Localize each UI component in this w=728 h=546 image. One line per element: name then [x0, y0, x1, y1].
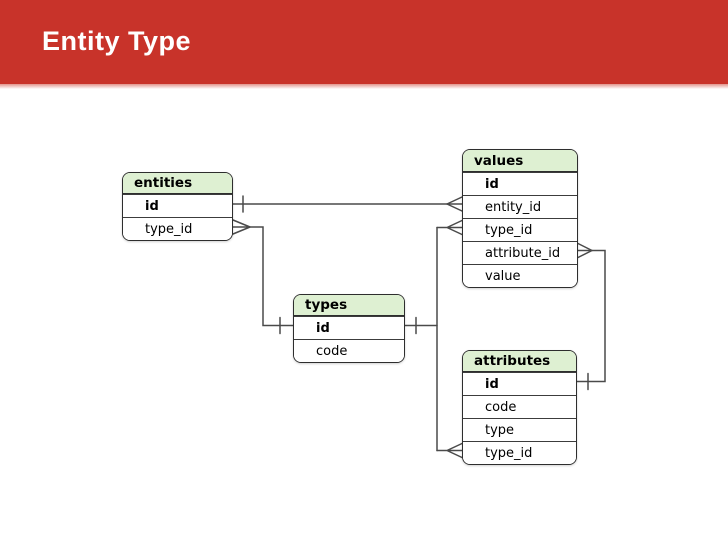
field-types-code: code	[294, 339, 404, 362]
field-values-id: id	[463, 172, 577, 195]
table-entities: entities id type_id	[122, 172, 233, 241]
rel-attributes-values	[576, 242, 606, 391]
rel-types-values-attributes	[404, 219, 463, 459]
table-values: values id entity_id type_id attribute_id…	[462, 149, 578, 288]
field-entities-id: id	[123, 194, 232, 217]
table-attributes-title: attributes	[463, 351, 576, 372]
field-attributes-code: code	[463, 395, 576, 418]
field-entities-type-id: type_id	[123, 217, 232, 240]
field-values-attribute-id: attribute_id	[463, 241, 577, 264]
table-values-title: values	[463, 150, 577, 172]
field-values-value: value	[463, 264, 577, 287]
field-values-type-id: type_id	[463, 218, 577, 241]
field-types-id: id	[294, 316, 404, 339]
field-attributes-id: id	[463, 372, 576, 395]
slide-title: Entity Type	[42, 26, 192, 56]
rel-types-entities	[232, 219, 294, 335]
rel-entities-values	[232, 195, 463, 213]
banner-fade-edge	[0, 84, 728, 89]
field-attributes-type-id: type_id	[463, 441, 576, 464]
table-attributes: attributes id code type type_id	[462, 350, 577, 465]
table-types-title: types	[294, 295, 404, 316]
table-types: types id code	[293, 294, 405, 363]
field-attributes-type: type	[463, 418, 576, 441]
table-entities-title: entities	[123, 173, 232, 194]
title-banner	[0, 0, 728, 84]
field-values-entity-id: entity_id	[463, 195, 577, 218]
